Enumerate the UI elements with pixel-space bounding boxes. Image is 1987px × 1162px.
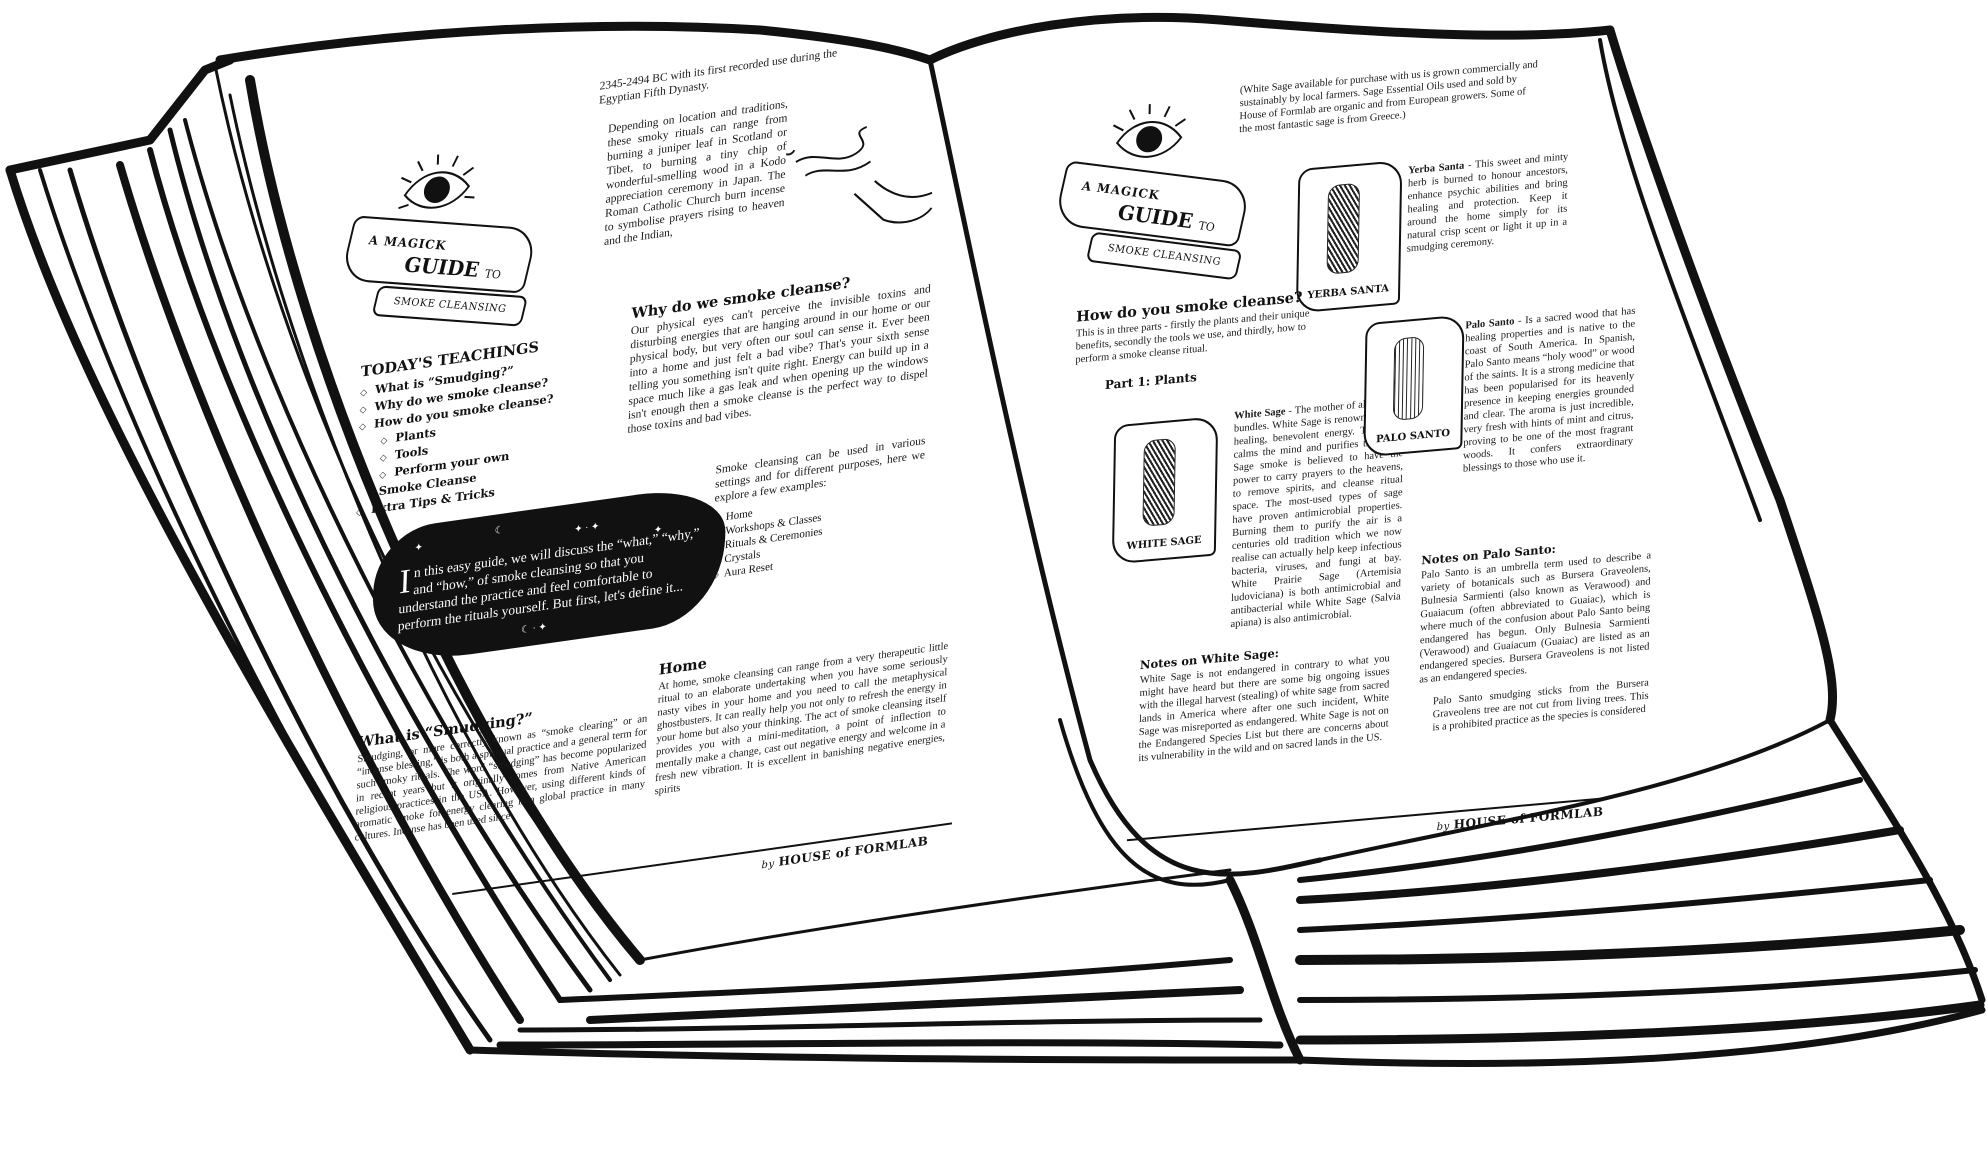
logo-to: TO [483,267,503,282]
all-seeing-eye-icon [1112,104,1186,158]
signature-by: by [761,858,775,872]
intro-text: n this easy guide, we will discuss the “… [397,524,700,634]
hand-incense-icon [782,126,933,224]
signature-by: by [1436,820,1450,834]
drop-cap: I [398,562,412,602]
palo-santo-card: PALO SANTO [1363,314,1465,458]
notes-palo-santo-body2: Palo Santo smudging sticks from the Burs… [1432,677,1649,734]
how-section: How do you smoke cleanse? This is in thr… [1075,286,1336,397]
star-icon: ✦ [653,524,663,537]
yerba-santa-bundle-icon [1326,182,1361,275]
logo-line1: A MAGICK [367,233,449,253]
left-page: A MAGICK GUIDE TO SMOKE CLEANSING 2345-2… [325,27,970,896]
white-sage-text: White Sage - The mother of all smudge bu… [1120,395,1404,641]
todays-teachings: TODAY'S TEACHINGS What is “Smudging?” Wh… [356,331,591,521]
palo-santo-sticks-icon [1392,335,1425,422]
notes-palo-santo: Notes on Palo Santo: Palo Santo is an um… [1418,533,1651,735]
logo-line2: GUIDE [1115,199,1196,234]
notes-white-sage-body: White Sage is not endangered in contrary… [1138,653,1390,765]
palo-santo-label: PALO SANTO [1375,427,1451,446]
palo-santo-body: - Is a sacred wood that has healing prop… [1462,305,1636,475]
all-seeing-eye-icon [398,154,475,210]
star-icon: ✦ · ✦ [574,520,600,536]
logo-banner: A MAGICK GUIDE TO [1053,160,1252,248]
teachings-list: What is “Smudging?” Why do we smoke clea… [356,352,591,521]
magick-guide-logo: A MAGICK GUIDE TO SMOKE CLEANSING [339,128,539,356]
logo-line2: GUIDE [401,252,482,282]
why-section: Why do we smoke cleanse? Our physical ey… [627,263,931,437]
moon-icon: ☾ [494,524,504,537]
traditions-text: Depending on location and traditions, th… [603,98,789,249]
star-icon: ✦ [414,541,424,555]
notes-white-sage: Notes on White Sage: White Sage is not e… [1138,636,1390,765]
part1-heading: Part 1: Plants [1104,370,1197,393]
right-page: A MAGICK GUIDE TO SMOKE CLEANSING (White… [1048,47,1660,842]
palo-santo-text: Palo Santo - Is a sacred wood that has h… [1463,305,1636,476]
logo-to: TO [1197,219,1217,235]
notes-palo-santo-body: Palo Santo is an umbrella term used to d… [1419,550,1652,686]
moon-icon: ☾ · ✦ [520,621,547,637]
magick-guide-logo: A MAGICK GUIDE TO SMOKE CLEANSING [1053,83,1252,300]
yerba-santa-text: Yerba Santa - This sweet and minty herb … [1407,150,1569,255]
logo-banner: A MAGICK GUIDE TO [339,215,539,294]
uses-section: Smoke cleansing can be used in various s… [712,434,926,582]
